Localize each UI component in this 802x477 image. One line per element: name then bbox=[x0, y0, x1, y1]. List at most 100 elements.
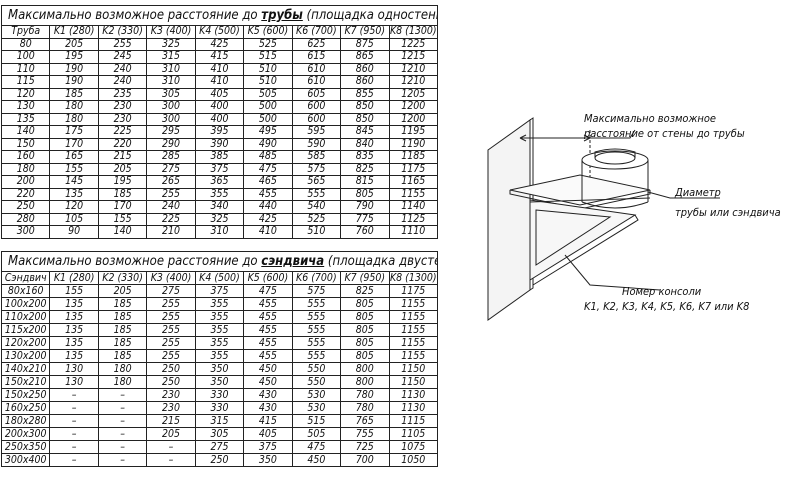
table2-header-cell: K7 (950) bbox=[340, 271, 390, 285]
table2-cell: 255 bbox=[146, 336, 196, 350]
table1-cell: 500 bbox=[243, 100, 293, 114]
table1-cell: 860 bbox=[340, 62, 390, 76]
table2-cell: – bbox=[97, 453, 148, 467]
table1-cell: 590 bbox=[291, 137, 342, 151]
table2-cell: 160x250 bbox=[0, 401, 51, 415]
table2-cell: 430 bbox=[243, 388, 293, 402]
table2-cell: 555 bbox=[291, 323, 342, 337]
table2-cell: 80x160 bbox=[0, 284, 51, 298]
table1-cell: 485 bbox=[243, 150, 293, 164]
table1-cell: 160 bbox=[0, 150, 51, 164]
table2-cell: 275 bbox=[146, 284, 196, 298]
table1-cell: 1175 bbox=[388, 162, 438, 176]
table1-cell: 425 bbox=[194, 37, 245, 51]
table1-cell: 190 bbox=[49, 75, 99, 89]
table1-cell: 235 bbox=[97, 87, 148, 101]
table1-cell: 300 bbox=[146, 112, 196, 126]
table2-cell: 455 bbox=[243, 323, 293, 337]
table2-cell: 780 bbox=[340, 401, 390, 415]
table2-cell: 555 bbox=[291, 310, 342, 324]
table2-cell: 1155 bbox=[388, 323, 438, 337]
table2-cell: 355 bbox=[194, 323, 245, 337]
table1-header-cell: K5 (600) bbox=[243, 25, 293, 39]
table1-cell: 415 bbox=[194, 50, 245, 64]
table2-cell: 415 bbox=[243, 414, 293, 428]
distance-label-line2: расстояние от стены до трубы bbox=[584, 127, 745, 140]
table2-cell: 215 bbox=[146, 414, 196, 428]
table2-cell: – bbox=[49, 453, 99, 467]
table1-cell: 225 bbox=[146, 212, 196, 226]
table1-cell: 540 bbox=[291, 200, 342, 214]
table2-cell: – bbox=[49, 388, 99, 402]
console-bracket-diagram bbox=[487, 117, 720, 321]
table2-cell: – bbox=[49, 440, 99, 454]
table2-cell: 700 bbox=[340, 453, 390, 467]
distance-label-line1: Максимально возможное bbox=[584, 112, 717, 125]
table2-cell: 1155 bbox=[388, 297, 438, 311]
table1-cell: 135 bbox=[49, 187, 99, 201]
table1-cell: 625 bbox=[291, 37, 342, 51]
table1-cell: 390 bbox=[194, 137, 245, 151]
table2-cell: 800 bbox=[340, 375, 390, 389]
table1-cell: 1200 bbox=[388, 100, 438, 114]
table2-cell: 255 bbox=[146, 349, 196, 363]
table2-title: Максимально возможное расстояние до сэнд… bbox=[1, 251, 438, 272]
table2-cell: 725 bbox=[340, 440, 390, 454]
table2-cell: 475 bbox=[243, 284, 293, 298]
table2-cell: 1155 bbox=[388, 336, 438, 350]
table1-cell: 1210 bbox=[388, 75, 438, 89]
table1-cell: 760 bbox=[340, 225, 390, 239]
table1-cell: 265 bbox=[146, 175, 196, 189]
table2-cell: 1105 bbox=[388, 427, 438, 441]
diameter-label-line2: трубы или сэндвича bbox=[675, 206, 781, 219]
table1-cell: 490 bbox=[243, 137, 293, 151]
table2-cell: 120x200 bbox=[0, 336, 51, 350]
table1-cell: 305 bbox=[146, 87, 196, 101]
table1-cell: 155 bbox=[49, 162, 99, 176]
table2-cell: 1050 bbox=[388, 453, 438, 467]
table2-header-cell: K1 (280) bbox=[49, 271, 99, 285]
table1-cell: 410 bbox=[243, 225, 293, 239]
table2-cell: 1075 bbox=[388, 440, 438, 454]
table1-cell: 610 bbox=[291, 75, 342, 89]
table1-cell: 365 bbox=[194, 175, 245, 189]
table1-cell: 865 bbox=[340, 50, 390, 64]
table1-cell: 310 bbox=[146, 62, 196, 76]
table2-cell: 205 bbox=[97, 284, 148, 298]
table1-cell: 105 bbox=[49, 212, 99, 226]
table1-cell: 340 bbox=[194, 200, 245, 214]
table2-cell: 135 bbox=[49, 349, 99, 363]
table2-cell: 765 bbox=[340, 414, 390, 428]
table1-cell: 185 bbox=[97, 187, 148, 201]
table2-cell: 450 bbox=[243, 362, 293, 376]
table2-cell: 350 bbox=[243, 453, 293, 467]
table2-cell: 250 bbox=[194, 453, 245, 467]
table1-cell: 410 bbox=[194, 75, 245, 89]
table2-header-cell: K2 (330) bbox=[97, 271, 148, 285]
table2-cell: 135 bbox=[49, 297, 99, 311]
table1-cell: 835 bbox=[340, 150, 390, 164]
table2-cell: 300x400 bbox=[0, 453, 51, 467]
table1-cell: 790 bbox=[340, 200, 390, 214]
table1-cell: 1205 bbox=[388, 87, 438, 101]
table1-cell: 1155 bbox=[388, 187, 438, 201]
table1-cell: 100 bbox=[0, 50, 51, 64]
table1-cell: 175 bbox=[49, 125, 99, 139]
table2-cell: 530 bbox=[291, 388, 342, 402]
table1-cell: 220 bbox=[0, 187, 51, 201]
table2-header-cell: K4 (500) bbox=[194, 271, 245, 285]
table2-cell: 1175 bbox=[388, 284, 438, 298]
